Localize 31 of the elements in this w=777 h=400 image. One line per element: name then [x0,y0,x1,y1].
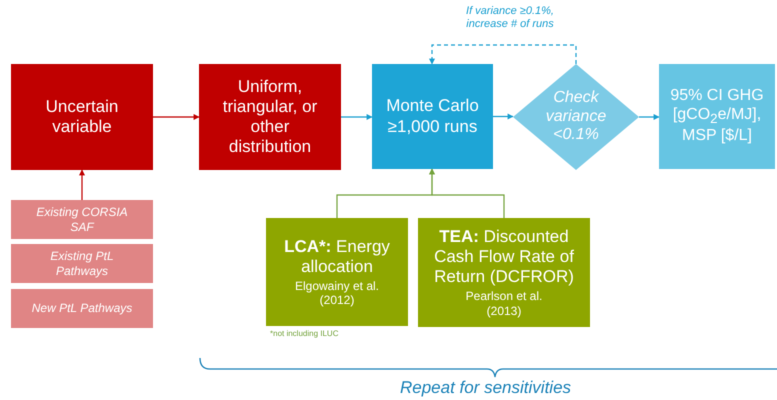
node-text: TEA: Discounted Cash Flow Rate of Return (DCFROR) [433,227,575,288]
method-box [266,218,408,326]
footnote: *not including ILUC [270,329,338,338]
method-box [418,218,590,327]
arrow [429,44,577,65]
input-box [11,244,153,283]
node-text: Existing CORSIA SAF [35,205,129,234]
input-box [11,289,153,328]
arrow [429,168,505,218]
result-box [659,64,775,169]
citation: Elgowainy et al. (2012) [294,278,380,308]
node-text: Uniform, triangular, or other distribution [222,76,318,158]
input-box [11,200,153,239]
process-box [11,64,153,170]
node-text: Existing PtL Pathways [49,249,115,278]
node-text: LCA*: Energy allocation [283,236,391,277]
arrow [639,114,660,120]
citation: Pearlson et al. (2013) [464,289,544,318]
arrow [79,169,85,200]
arrow [341,114,373,120]
arrow [493,114,514,120]
brace-label: Repeat for sensitivities [400,378,572,398]
process-box [372,64,493,169]
node-text: New PtL Pathways [32,301,132,316]
node-text: 95% CI GHG [gCO$_{2}$e/MJ], MSP [$/L] [669,87,765,146]
decision-diamond [513,64,639,170]
node-text: Check variance <0.1% [544,88,608,146]
process-box [199,64,341,170]
arrow [153,114,200,120]
node-text: Monte Carlo ≥1,000 runs [385,96,480,137]
node-text: Uncertain variable [44,96,120,138]
